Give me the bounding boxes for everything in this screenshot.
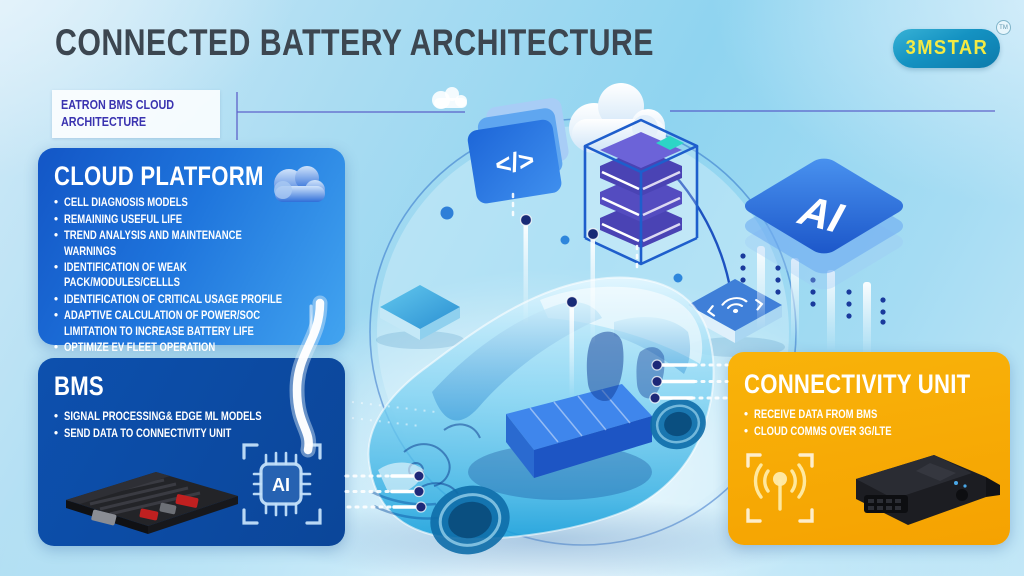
car-side-window [614,317,691,374]
ai-chip-outline-icon: AI [242,443,322,525]
list-item: IDENTIFICATION OF WEAK PACK/MODULES/CELL… [54,261,334,292]
car-seat [586,331,624,402]
vertical-connectors [511,192,639,398]
bullet-dot [54,213,64,228]
trademark-icon: TM [996,20,1011,35]
bullet-dot [54,309,64,340]
connectivity-title: CONNECTIVITY UNIT [744,369,971,399]
svg-text:AI: AI [272,475,290,495]
list-item: CLOUD COMMS OVER 3G/LTE [744,425,999,440]
bms-bullet-list: SIGNAL PROCESSING& EDGE ML MODELS SEND D… [54,410,309,442]
car-powertrain [468,444,652,500]
list-item: CELL DIAGNOSIS MODELS [54,196,334,211]
cloud-platform-title: CLOUD PLATFORM [54,161,264,191]
car-windshield [432,301,602,421]
list-item: RECEIVE DATA FROM BMS [744,408,999,423]
connectivity-bullet-list: RECEIVE DATA FROM BMS CLOUD COMMS OVER 3… [744,408,999,440]
cloud-platform-panel: CLOUD PLATFORM CELL DIAGNOSIS MODELS REM… [38,148,345,354]
bullet-dot [54,229,64,260]
list-item: OPTIMIZE EV FLEET OPERATION [54,341,334,356]
list-item: ADAPTIVE CALCULATION OF POWER/SOC LIMITA… [54,309,334,340]
brand-logo-text: 3MSTAR [905,37,988,59]
rear-wheel [650,398,706,450]
floating-dot [560,235,570,245]
connectivity-device-image [856,455,1000,525]
floating-dot [673,273,683,283]
server-cube-icon [583,118,699,266]
ai-chip-isometric-icon: AI [740,158,904,358]
architecture-label: EATRON BMS CLOUD ARCHITECTURE [52,90,220,138]
bullet-dot [54,410,64,425]
bms-title: BMS [54,371,104,401]
bullet-dot [54,293,64,308]
connectivity-panel: CONNECTIVITY UNIT RECEIVE DATA FROM BMS … [728,352,1010,545]
teal-tile-icon [376,285,464,349]
bullet-dot [54,196,64,211]
list-item: SIGNAL PROCESSING& EDGE ML MODELS [54,410,309,425]
bms-ecu-image [66,472,238,534]
architecture-label-text: EATRON BMS CLOUD ARCHITECTURE [61,97,175,129]
list-item: IDENTIFICATION OF CRITICAL USAGE PROFILE [54,293,334,308]
orbit-node-dot [440,206,454,220]
battery-pack [506,384,652,478]
cloud-platform-bullet-list: CELL DIAGNOSIS MODELS REMAINING USEFUL L… [54,196,334,356]
car-illustration [367,276,715,555]
front-wheel [430,485,510,555]
list-item: SEND DATA TO CONNECTIVITY UNIT [54,427,309,442]
bullet-dot [54,261,64,292]
code-icon: </> [467,98,569,204]
bullet-dot [744,408,754,423]
list-item: TREND ANALYSIS AND MAINTENANCE WARNINGS [54,229,334,260]
bullet-dot [744,425,754,440]
bullet-dot [54,427,64,442]
small-cloud-icon [432,87,467,109]
brand-logo: 3MSTAR [893,29,1000,68]
list-item: REMAINING USEFUL LIFE [54,213,334,228]
bms-panel: BMS SIGNAL PROCESSING& EDGE ML MODELS SE… [38,358,345,546]
page-title: CONNECTED BATTERY ARCHITECTURE [55,22,654,63]
bullet-dot [54,341,64,356]
svg-text:</>: </> [493,145,536,181]
antenna-icon [746,453,814,523]
label-connector-lines [236,92,995,140]
